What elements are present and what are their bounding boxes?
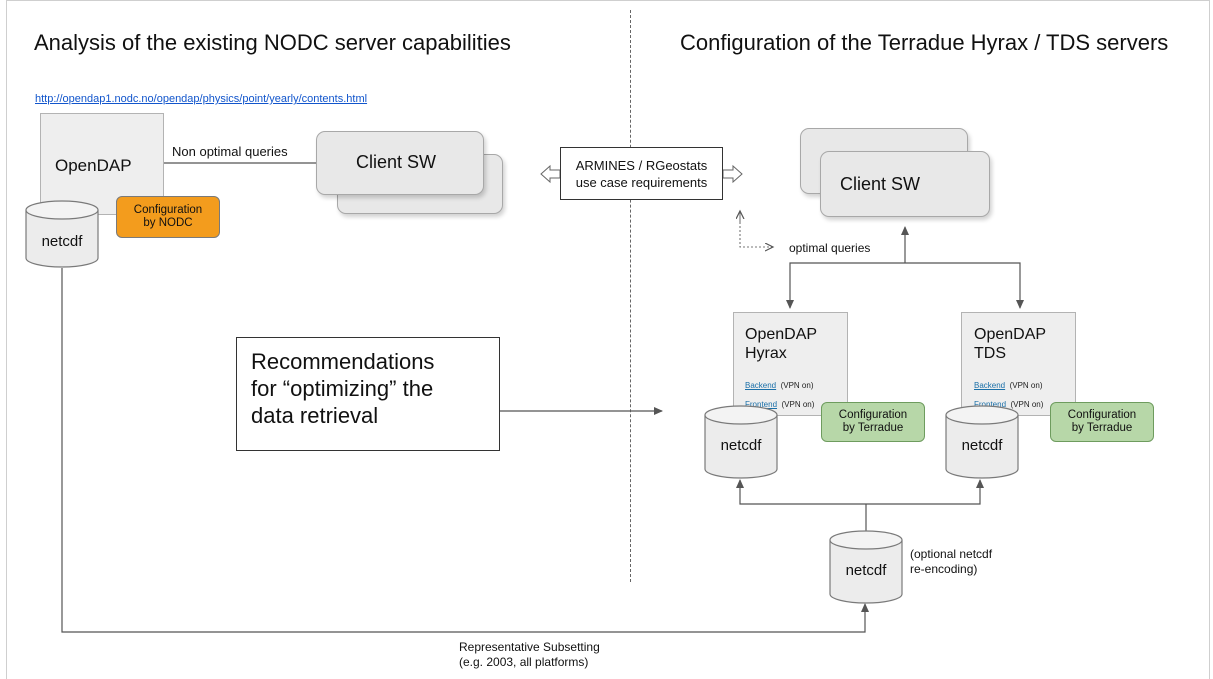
bus-to-tds-netcdf bbox=[866, 479, 984, 505]
hyrax-server: OpenDAP Hyrax Backend (VPN on) Frontend … bbox=[733, 312, 848, 416]
tds-backend-row: Backend (VPN on) bbox=[974, 375, 1043, 393]
right-client-sw: Client SW bbox=[820, 151, 990, 217]
tds-netcdf-storage bbox=[945, 405, 1019, 479]
tds-backend-link[interactable]: Backend bbox=[974, 381, 1006, 390]
nodc-contents-link[interactable]: http://opendap1.nodc.no/opendap/physics/… bbox=[35, 93, 368, 105]
hyrax-frontend-note: (VPN on) bbox=[781, 400, 815, 409]
requirements-right-arrow bbox=[722, 164, 743, 184]
left-netcdf-label: netcdf bbox=[41, 233, 83, 250]
right-client-label: Client SW bbox=[840, 174, 921, 194]
tds-netcdf-label: netcdf bbox=[961, 437, 1003, 454]
left-client-sw: Client SW bbox=[316, 131, 484, 195]
reencoding-note: (optional netcdf re-encoding) bbox=[910, 547, 993, 576]
tds-frontend-row: Frontend (VPN on) bbox=[974, 394, 1043, 412]
hyrax-backend-link[interactable]: Backend bbox=[745, 381, 777, 390]
tds-frontend-note: (VPN on) bbox=[1010, 400, 1044, 409]
left-title: Analysis of the existing NODC server cap… bbox=[34, 30, 511, 55]
source-netcdf-storage bbox=[829, 530, 903, 604]
nodc-config-tag: Configuration by NODC bbox=[116, 196, 220, 238]
bus-to-tds bbox=[905, 262, 1024, 309]
hyrax-netcdf-storage bbox=[704, 405, 778, 479]
tds-frontend-link[interactable]: Frontend bbox=[974, 400, 1007, 409]
tds-backend-note: (VPN on) bbox=[1009, 381, 1043, 390]
hyrax-config-tag: Configuration by Terradue bbox=[821, 402, 925, 442]
hyrax-frontend-row: Frontend (VPN on) bbox=[745, 394, 814, 412]
tds-title: OpenDAP TDS bbox=[974, 326, 1047, 362]
tds-server: OpenDAP TDS Backend (VPN on) Frontend (V… bbox=[961, 312, 1076, 416]
source-netcdf-label: netcdf bbox=[845, 562, 887, 579]
hyrax-frontend-link[interactable]: Frontend bbox=[745, 400, 778, 409]
non-optimal-queries-label: Non optimal queries bbox=[172, 144, 288, 159]
recommendations-box: Recommendations for “optimizing” the dat… bbox=[236, 337, 500, 451]
subsetting-label: Representative Subsetting (e.g. 2003, al… bbox=[459, 640, 600, 669]
hyrax-title: OpenDAP Hyrax bbox=[745, 326, 818, 362]
section-divider bbox=[630, 10, 631, 582]
optimal-queries-label: optimal queries bbox=[789, 241, 871, 255]
left-client-label: Client SW bbox=[356, 152, 437, 172]
tds-config-tag: Configuration by Terradue bbox=[1050, 402, 1154, 442]
subsetting-line bbox=[61, 268, 869, 633]
frame-top-border bbox=[6, 0, 1210, 1]
requirements-box: ARMINES / RGeostats use case requirement… bbox=[560, 147, 723, 200]
right-title: Configuration of the Terradue Hyrax / TD… bbox=[680, 30, 1169, 55]
left-netcdf-storage bbox=[25, 200, 99, 268]
frame-left-border bbox=[6, 0, 7, 679]
optimal-queries-dotted-line bbox=[739, 214, 772, 247]
hyrax-backend-row: Backend (VPN on) bbox=[745, 375, 814, 393]
hyrax-netcdf-label: netcdf bbox=[720, 437, 762, 454]
bus-to-hyrax-netcdf bbox=[736, 479, 866, 505]
requirements-left-arrow bbox=[540, 164, 561, 184]
hyrax-backend-note: (VPN on) bbox=[780, 381, 814, 390]
frame-right-border bbox=[1209, 0, 1210, 679]
bus-to-hyrax bbox=[786, 262, 905, 309]
left-opendap-label: OpenDAP bbox=[55, 156, 132, 175]
